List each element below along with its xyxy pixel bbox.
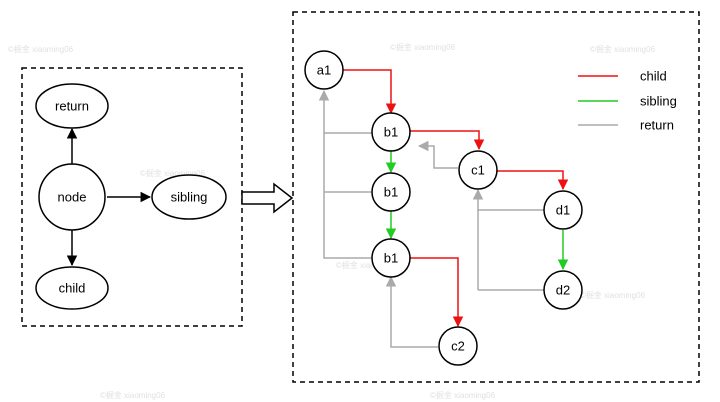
node-b1-top: b1	[371, 112, 411, 152]
node-b1-top-label: b1	[384, 125, 398, 140]
return-edges	[318, 89, 544, 348]
edge-child-b1bottom-c2	[410, 257, 464, 328]
legend-item-child: child	[578, 69, 667, 84]
left-node-child-label: child	[59, 281, 86, 296]
node-b1-bottom-label: b1	[384, 251, 398, 266]
edge-child-c1-d1	[497, 170, 569, 191]
left-panel-frame	[21, 67, 243, 327]
node-a1-label: a1	[317, 63, 331, 78]
svg-text:©掘金 xiaoming06: ©掘金 xiaoming06	[390, 42, 456, 52]
left-node-return-label: return	[55, 99, 89, 114]
node-c2: c2	[438, 326, 478, 366]
legend-label-child: child	[640, 69, 667, 84]
svg-text:©掘金 xiaoming06: ©掘金 xiaoming06	[8, 44, 74, 54]
left-node-node-label: node	[58, 190, 87, 205]
left-node-node: node	[38, 163, 106, 231]
node-d1: d1	[543, 190, 583, 230]
left-node-sibling: sibling	[151, 174, 227, 220]
node-b1-mid-label: b1	[384, 185, 398, 200]
legend-label-return: return	[640, 118, 674, 133]
node-c1: c1	[458, 150, 498, 190]
node-d2-label: d2	[556, 283, 570, 298]
svg-text:©掘金 xiaoming06: ©掘金 xiaoming06	[430, 390, 496, 400]
node-d1-label: d1	[556, 203, 570, 218]
svg-text:©掘金 xiaoming06: ©掘金 xiaoming06	[580, 290, 646, 300]
svg-text:©掘金 xiaoming06: ©掘金 xiaoming06	[140, 168, 206, 178]
node-c2-label: c2	[451, 339, 465, 354]
node-c1-label: c1	[471, 163, 485, 178]
node-b1-bottom: b1	[371, 238, 411, 278]
svg-text:©掘金 xiaoming06: ©掘金 xiaoming06	[336, 260, 402, 270]
edge-child-a1-b1top	[343, 69, 397, 115]
legend-item-sibling: sibling	[578, 94, 677, 109]
transform-arrow	[241, 182, 294, 214]
node-b1-mid: b1	[371, 172, 411, 212]
svg-text:©掘金 xiaoming06: ©掘金 xiaoming06	[590, 44, 656, 54]
right-panel-frame	[292, 11, 700, 383]
legend: child sibling return	[578, 69, 677, 133]
node-a1: a1	[304, 50, 344, 90]
left-edges	[66, 127, 152, 267]
edge-return-c2-b1bottom	[385, 275, 438, 348]
legend-item-return: return	[578, 118, 674, 133]
node-d2: d2	[543, 270, 583, 310]
left-node-sibling-label: sibling	[171, 190, 208, 205]
edge-return-d1-c1	[472, 188, 544, 211]
edge-child-b1top-c1	[410, 130, 485, 151]
left-node-return: return	[35, 83, 109, 129]
edge-return-b1bottom-a1	[323, 133, 372, 259]
sibling-edges	[385, 151, 569, 271]
edge-return-c1-b1top	[417, 140, 458, 169]
watermarks: ©掘金 xiaoming06 ©掘金 xiaoming06 ©掘金 xiaomi…	[8, 42, 656, 400]
child-edges	[343, 69, 569, 328]
svg-text:©掘金 xiaoming06: ©掘金 xiaoming06	[100, 390, 166, 400]
legend-label-sibling: sibling	[640, 94, 677, 109]
edge-return-b1top-a1	[318, 89, 372, 134]
left-node-child: child	[35, 266, 109, 310]
